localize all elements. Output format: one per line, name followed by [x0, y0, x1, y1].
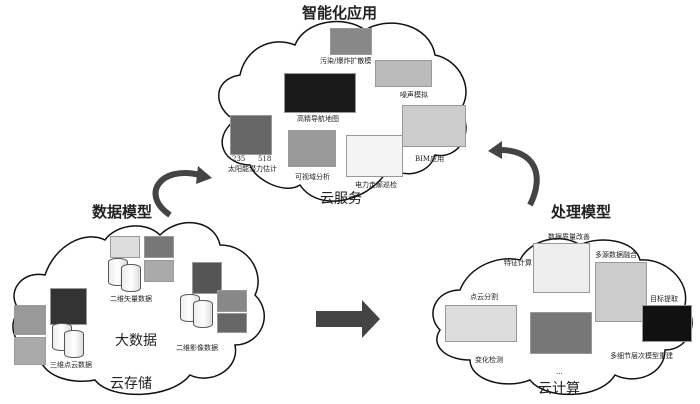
pointcloud-data-label: 三维点云数据 — [50, 361, 92, 369]
target-extract-label: 目标提取 — [650, 295, 678, 303]
pointcloud-db-icon — [64, 330, 84, 358]
feature-image — [533, 243, 590, 293]
pointcloud-image-2 — [14, 305, 46, 335]
powerline-label: 电力走廊巡检 — [355, 181, 397, 189]
vector-image-1 — [110, 236, 140, 258]
fusion-image — [595, 262, 647, 322]
viewshed-image — [288, 130, 336, 167]
data-quality-label: 数据质量改善 — [548, 233, 590, 241]
processing-model-title: 处理模型 — [551, 203, 612, 221]
lod-image — [530, 312, 592, 354]
cloud-storage-label: 云存储 — [110, 376, 152, 392]
arrow-left-to-top — [152, 170, 201, 218]
segmentation-label: 点云分割 — [470, 293, 498, 301]
segmentation-image — [445, 305, 517, 342]
imagery-image-1 — [192, 262, 222, 294]
lod-label: 多细节层次模型重建 — [610, 352, 673, 360]
arrow-right-to-top — [499, 147, 540, 207]
arrow-left-to-right-head — [362, 300, 380, 338]
pollution-label: 污染/爆炸扩散模 — [320, 57, 372, 65]
hd-map-image — [284, 73, 356, 113]
imagery-db-icon — [193, 300, 213, 328]
cloud-compute-label: 云计算 — [538, 381, 580, 397]
change-detect-label: 变化检测 — [475, 356, 503, 364]
pollution-image — [330, 28, 372, 55]
pointcloud-image-1 — [50, 288, 87, 325]
viewshed-label: 可视域分析 — [295, 173, 330, 181]
powerline-image — [346, 135, 403, 177]
imagery-image-3 — [217, 313, 247, 333]
scale-max: 518 — [258, 155, 272, 163]
arrow-left-to-right-body — [316, 311, 364, 327]
vector-data-label: 二维矢量数据 — [110, 295, 152, 303]
imagery-data-label: 二维影像数据 — [176, 344, 218, 352]
bim-image — [402, 105, 466, 147]
vector-image-2 — [144, 236, 174, 258]
ellipsis-label: ... — [556, 368, 563, 376]
bim-label: BIM应用 — [415, 155, 445, 163]
noise-label: 噪声模拟 — [400, 91, 428, 99]
hd-map-label: 高精导航地图 — [297, 115, 339, 123]
solar-label: 太阳能潜力估计 — [228, 165, 277, 173]
solar-image — [230, 115, 272, 155]
big-data-label: 大数据 — [115, 333, 157, 349]
feature-calc-label: 特征计算 — [504, 259, 532, 267]
data-model-title: 数据模型 — [92, 203, 153, 221]
pointcloud-image-3 — [14, 337, 46, 365]
cloud-service-label: 云服务 — [320, 191, 362, 207]
vector-db-icon — [121, 264, 141, 292]
scale-min: 235 — [232, 155, 246, 163]
noise-image — [375, 60, 432, 87]
vector-image-3 — [144, 260, 174, 282]
imagery-image-2 — [217, 290, 247, 312]
target-extract-image — [642, 305, 692, 342]
fusion-label: 多源数据融合 — [595, 251, 637, 259]
smart-application-title: 智能化应用 — [302, 4, 378, 22]
arrow-left-to-top-head — [196, 166, 212, 184]
arrow-right-to-top-head — [488, 141, 502, 159]
